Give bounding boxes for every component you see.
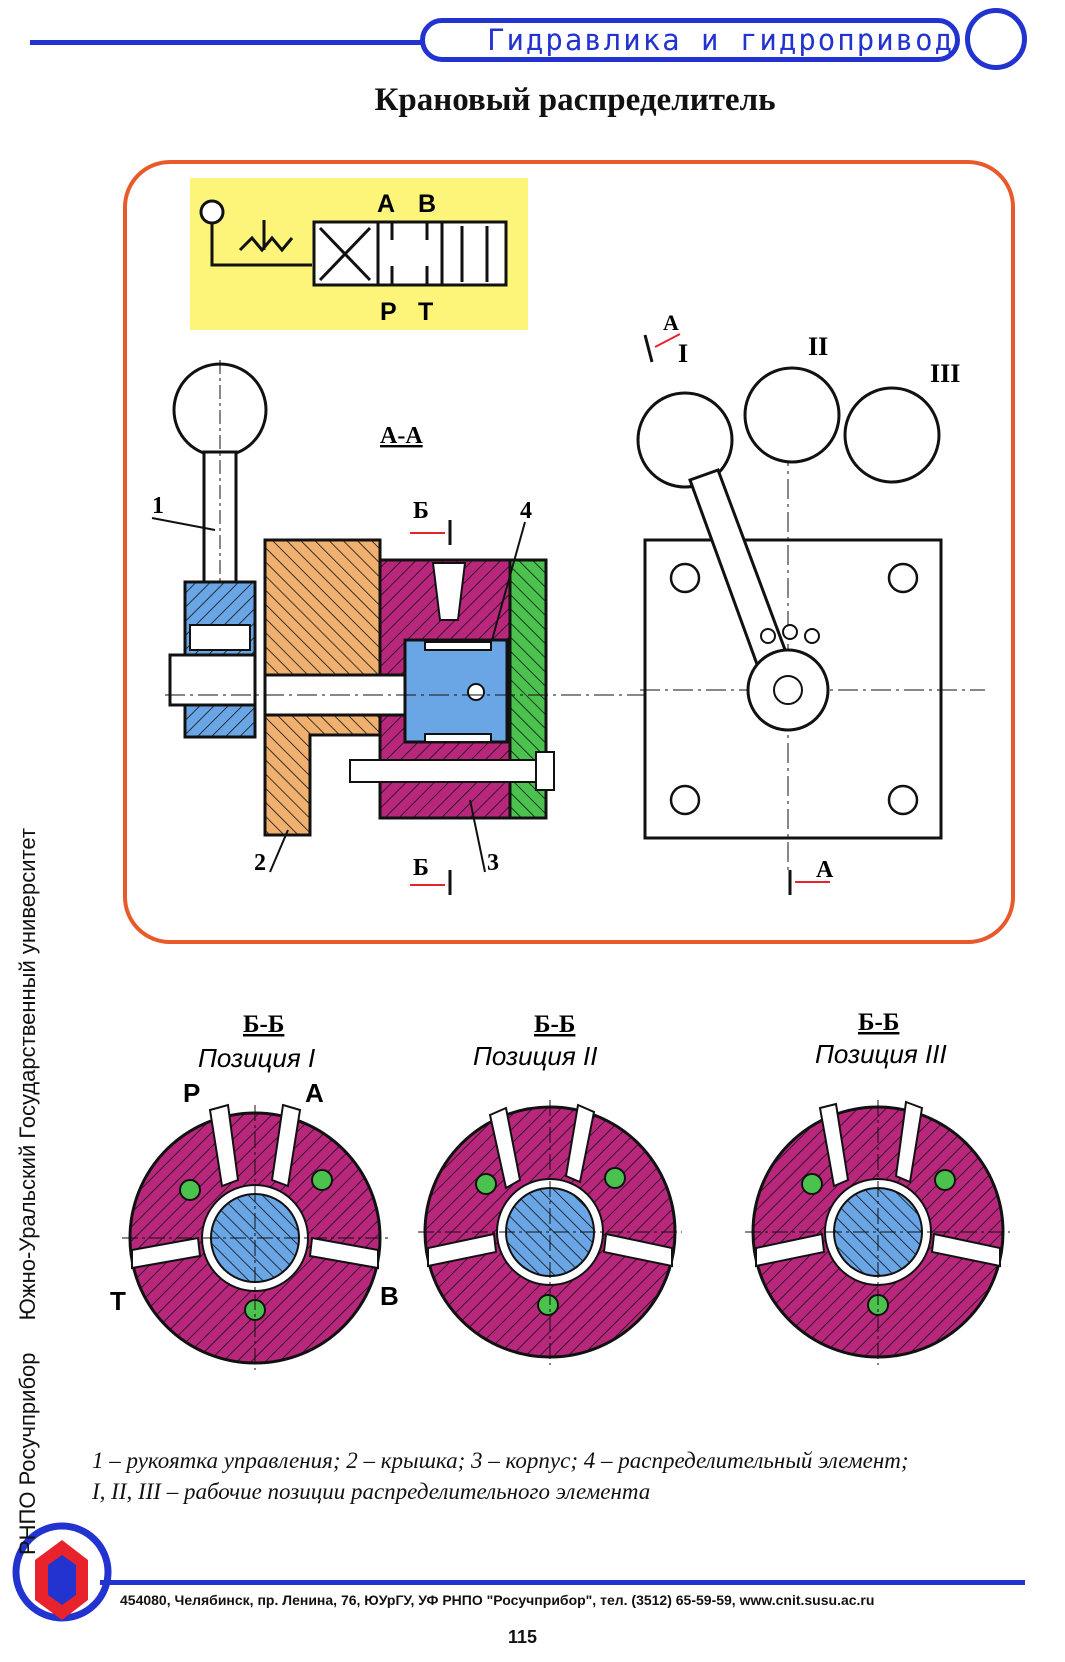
position-label-iii: III	[930, 359, 960, 388]
part-label-4: 4	[520, 498, 532, 524]
page-title: Крановый распределитель	[374, 82, 776, 118]
header-circle-decoration	[965, 8, 1027, 70]
footer-address: 454080, Челябинск, пр. Ленина, 76, ЮУрГУ…	[120, 1592, 875, 1608]
bb-port-b: B	[380, 1281, 399, 1311]
section-bb-2-label: Б-Б	[534, 1011, 575, 1038]
symbol-port-a: A	[377, 190, 395, 218]
section-bb-1-label: Б-Б	[243, 1011, 284, 1038]
position-label-ii: II	[808, 332, 828, 361]
hydraulic-symbol: A B P T	[190, 178, 528, 330]
header-rule	[30, 40, 425, 45]
section-bb-3: Б-Б Позиция III	[745, 1009, 1010, 1365]
side-view: I II III А А	[636, 310, 985, 895]
symbol-port-p: P	[380, 298, 397, 326]
page-number: 115	[508, 1627, 538, 1647]
figure-caption: 1 – рукоятка управления; 2 – крышка; 3 –…	[92, 1445, 909, 1507]
footer-rule	[100, 1580, 1025, 1585]
part-label-2: 2	[254, 850, 266, 876]
caption-line-2: I, II, III – рабочие позиции распределит…	[92, 1479, 651, 1504]
section-bb-3-position: Позиция III	[815, 1039, 947, 1069]
rnpo-logo	[12, 1522, 112, 1622]
bb-port-p: P	[183, 1078, 200, 1108]
symbol-port-b: B	[418, 190, 436, 218]
sidebar-org: РНПО Росучприбор	[15, 1352, 40, 1555]
section-bb-2-position: Позиция II	[473, 1041, 597, 1071]
section-bb-3-label: Б-Б	[858, 1009, 899, 1036]
bb-port-a: A	[305, 1078, 324, 1108]
cut-b-top: Б	[413, 498, 429, 524]
position-label-i: I	[678, 339, 688, 368]
bb-port-t: T	[110, 1286, 126, 1316]
section-bb-1: Б-Б Позиция I P A T B	[110, 1011, 399, 1370]
sidebar-university: Южно-Уральский Государственный университ…	[15, 828, 40, 1321]
sidebar-org-text: РНПО Росучприбор Южно-Уральский Государс…	[15, 715, 41, 1555]
section-bb-1-position: Позиция I	[198, 1043, 315, 1073]
diagram-frame	[123, 160, 1015, 944]
section-bb-2: Б-Б Позиция II	[418, 1011, 682, 1365]
part-label-1: 1	[152, 493, 164, 519]
section-aa-label: А-А	[380, 423, 423, 449]
symbol-port-t: T	[418, 298, 433, 326]
section-aa: А-А 1 2 3	[151, 360, 660, 895]
part-label-3: 3	[487, 850, 499, 876]
cut-b-bottom: Б	[413, 855, 429, 881]
caption-line-1: 1 – рукоятка управления; 2 – крышка; 3 –…	[92, 1448, 909, 1473]
cut-a-bottom: А	[816, 857, 834, 883]
cut-a-top: А	[663, 310, 679, 335]
header-banner: Гидравлика и гидропривод	[420, 18, 960, 62]
header-title: Гидравлика и гидропривод	[487, 23, 955, 57]
